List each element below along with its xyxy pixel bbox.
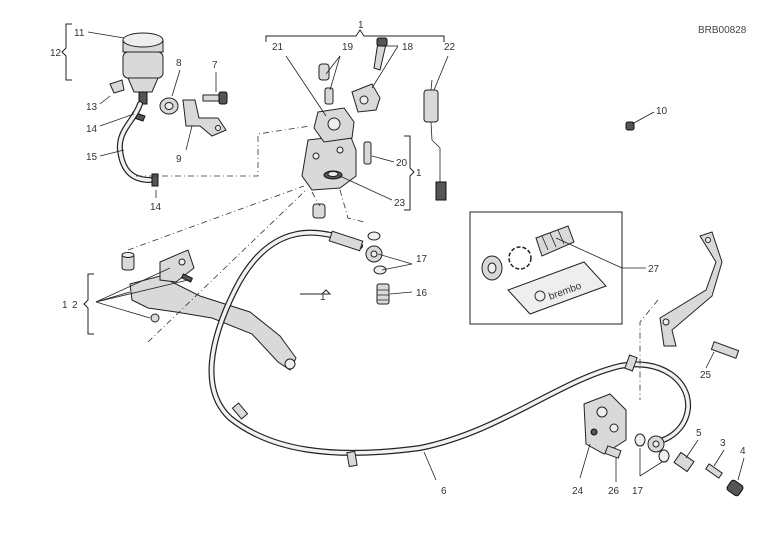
callout-3: 3 <box>720 438 726 449</box>
callout-22: 22 <box>444 42 456 53</box>
brace-1-top <box>265 29 445 42</box>
cable-guide-bracket <box>659 231 723 347</box>
grommet <box>159 97 179 115</box>
callout-1-mid: 1 <box>320 292 326 303</box>
callout-19: 19 <box>342 42 354 53</box>
leader-lines <box>87 31 745 482</box>
bracket-bolt-25 <box>710 341 740 359</box>
callout-17-upper: 17 <box>416 254 428 265</box>
callout-8: 8 <box>176 58 182 69</box>
hose-fitting-lower <box>647 435 665 453</box>
callout-4: 4 <box>740 446 746 457</box>
bleed-cap <box>318 63 334 105</box>
callout-1-right: 1 <box>416 168 422 179</box>
master-cylinder <box>301 107 357 191</box>
callout-5: 5 <box>696 428 702 439</box>
handlebar-clamp <box>351 83 381 113</box>
callout-25: 25 <box>700 370 712 381</box>
callout-7: 7 <box>212 60 218 71</box>
clamp-screw <box>373 37 388 71</box>
group-line <box>639 299 659 400</box>
callout-24: 24 <box>572 486 584 497</box>
bleeder-screw <box>705 463 723 479</box>
callout-labels: 1 1 1 1 2 3 4 5 6 7 8 9 10 11 12 13 14 1… <box>50 20 746 497</box>
clutch-lever <box>129 249 297 371</box>
callout-20: 20 <box>396 158 408 169</box>
callout-1-left: 1 <box>62 300 68 311</box>
hose-clamp-lower <box>151 173 159 187</box>
callout-16: 16 <box>416 288 428 299</box>
bracket-bolt <box>202 91 228 105</box>
banjo-bolt <box>376 283 390 305</box>
brace-1-right <box>404 135 415 211</box>
callout-23: 23 <box>394 198 406 209</box>
callout-10: 10 <box>656 106 668 117</box>
brake-light-switch <box>423 79 447 201</box>
pushrod-boot <box>312 203 326 219</box>
brace-1-left <box>83 273 94 335</box>
callout-1-top: 1 <box>358 20 364 31</box>
group-line <box>136 125 311 177</box>
callout-26: 26 <box>608 486 620 497</box>
hose-fitting-upper <box>328 230 383 263</box>
group-line <box>127 185 305 251</box>
group-line <box>311 191 321 207</box>
reservoir <box>122 32 164 105</box>
callout-13: 13 <box>86 102 98 113</box>
bleeder-cap <box>726 479 744 497</box>
group-line <box>147 189 307 343</box>
brace-1-mid <box>300 289 332 295</box>
callout-9: 9 <box>176 154 182 165</box>
lever-bushing <box>121 252 135 271</box>
slave-cylinder-bolt <box>604 445 622 459</box>
pivot-pin <box>363 141 372 165</box>
callout-21: 21 <box>272 42 284 53</box>
repair-kit-box: brembo <box>469 211 623 325</box>
group-line <box>339 189 365 223</box>
callout-17-lower: 17 <box>632 486 644 497</box>
hose-clamp-upper <box>109 79 125 94</box>
callout-14-upper: 14 <box>86 124 98 135</box>
callout-2: 2 <box>72 300 78 311</box>
slave-cylinder <box>583 393 627 455</box>
brace-12 <box>61 23 72 81</box>
callout-18: 18 <box>402 42 414 53</box>
copper-washers-lower <box>634 433 670 463</box>
callout-15: 15 <box>86 152 98 163</box>
callout-27: 27 <box>648 264 660 275</box>
hose-band <box>231 354 638 468</box>
copper-washers-upper <box>367 231 387 275</box>
bracket <box>182 99 227 137</box>
diagram-code: BRB00828 <box>698 25 747 36</box>
callout-6: 6 <box>441 486 447 497</box>
callout-11: 11 <box>74 28 85 39</box>
callout-12: 12 <box>50 48 62 59</box>
bleeder-valve <box>673 451 695 473</box>
callout-14-lower: 14 <box>150 202 162 213</box>
